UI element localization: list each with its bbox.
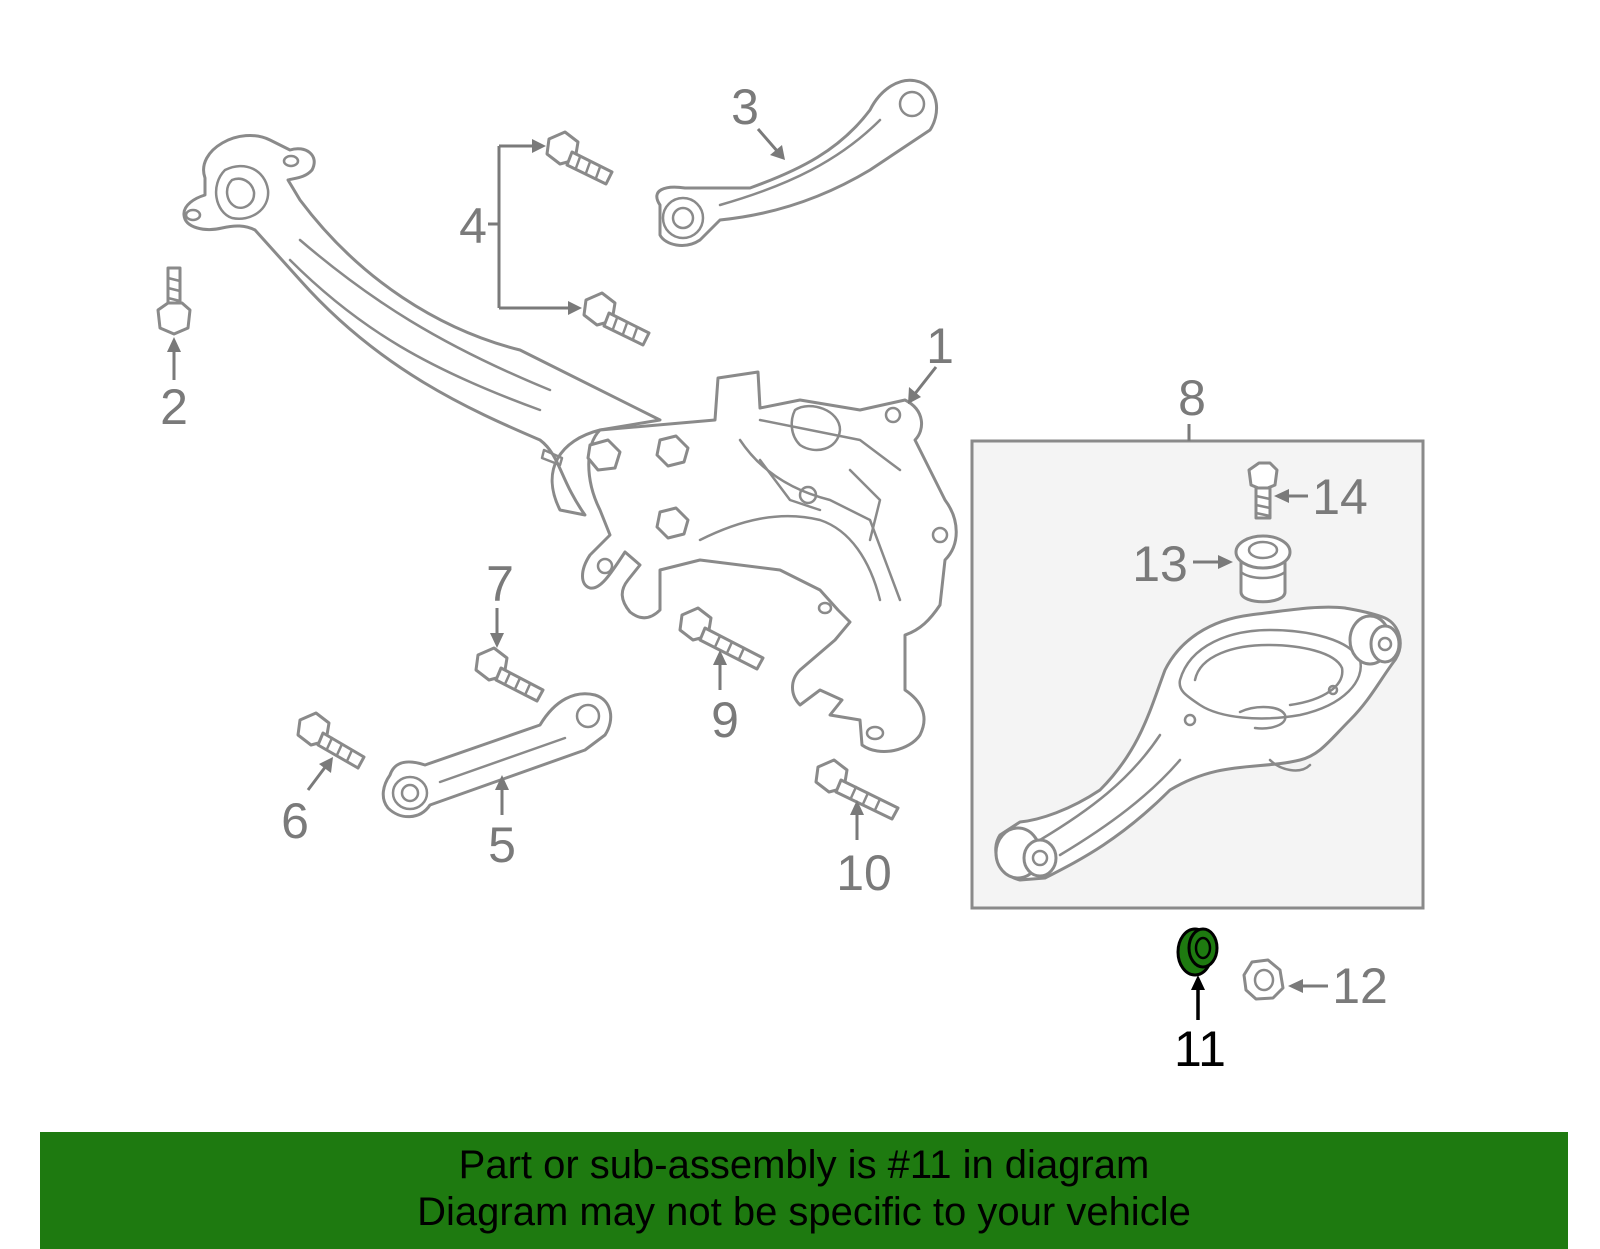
knuckle-part xyxy=(581,370,958,754)
upper-arm-part xyxy=(655,78,939,247)
part-info-banner: Part or sub-assembly is #11 in diagram D… xyxy=(40,1132,1568,1249)
arrowhead-12 xyxy=(1288,979,1303,993)
callout-1[interactable]: 1 xyxy=(926,318,954,374)
bolt-6 xyxy=(296,711,366,770)
banner-line-1: Part or sub-assembly is #11 in diagram xyxy=(458,1143,1150,1187)
arrowhead-11 xyxy=(1191,975,1205,990)
callout-6[interactable]: 6 xyxy=(281,793,309,849)
nut-12 xyxy=(1242,958,1285,1001)
arrowhead-2 xyxy=(167,337,181,352)
callout-9[interactable]: 9 xyxy=(711,692,739,748)
leader-3 xyxy=(756,128,780,153)
bolt-10 xyxy=(814,758,900,821)
bolt-upper-4b xyxy=(582,291,651,347)
callout-3[interactable]: 3 xyxy=(731,79,759,135)
callout-7[interactable]: 7 xyxy=(486,556,514,612)
arrowhead-1 xyxy=(908,387,921,404)
bolt-upper-4a xyxy=(545,130,614,186)
arrowhead-13 xyxy=(1218,555,1233,569)
lower-link-part xyxy=(381,692,613,819)
leader-4 xyxy=(488,144,572,310)
bolt-7 xyxy=(474,646,545,703)
callout-10[interactable]: 10 xyxy=(836,845,892,901)
arrowhead-6 xyxy=(319,757,333,773)
callout-12[interactable]: 12 xyxy=(1332,958,1388,1014)
banner-line-2: Diagram may not be specific to your vehi… xyxy=(417,1190,1191,1234)
callout-8[interactable]: 8 xyxy=(1178,370,1206,426)
arrowhead-10 xyxy=(850,800,864,815)
arrowhead-7 xyxy=(490,633,504,648)
bushing-11-highlighted[interactable] xyxy=(1176,927,1219,977)
callout-14[interactable]: 14 xyxy=(1312,469,1368,525)
arrowhead-3 xyxy=(770,145,785,160)
leader-1 xyxy=(912,366,938,396)
arrowhead-4a xyxy=(532,139,546,153)
callout-2[interactable]: 2 xyxy=(160,379,188,435)
callout-11[interactable]: 11 xyxy=(1174,1021,1226,1077)
leader-6 xyxy=(306,765,328,791)
arrowhead-9 xyxy=(713,650,727,665)
bolt-9 xyxy=(678,606,765,671)
callout-13[interactable]: 13 xyxy=(1132,536,1188,592)
arrowhead-14 xyxy=(1274,489,1289,503)
arrowhead-5 xyxy=(495,775,509,790)
lower-control-arm-part xyxy=(994,605,1402,882)
callout-4[interactable]: 4 xyxy=(459,198,487,254)
callout-5[interactable]: 5 xyxy=(488,817,516,873)
bolt-2 xyxy=(156,266,192,336)
bolt-14 xyxy=(1247,461,1279,520)
arrowhead-4b xyxy=(568,301,582,315)
trailing-arm-part xyxy=(182,134,662,517)
bushing-13 xyxy=(1234,534,1292,604)
